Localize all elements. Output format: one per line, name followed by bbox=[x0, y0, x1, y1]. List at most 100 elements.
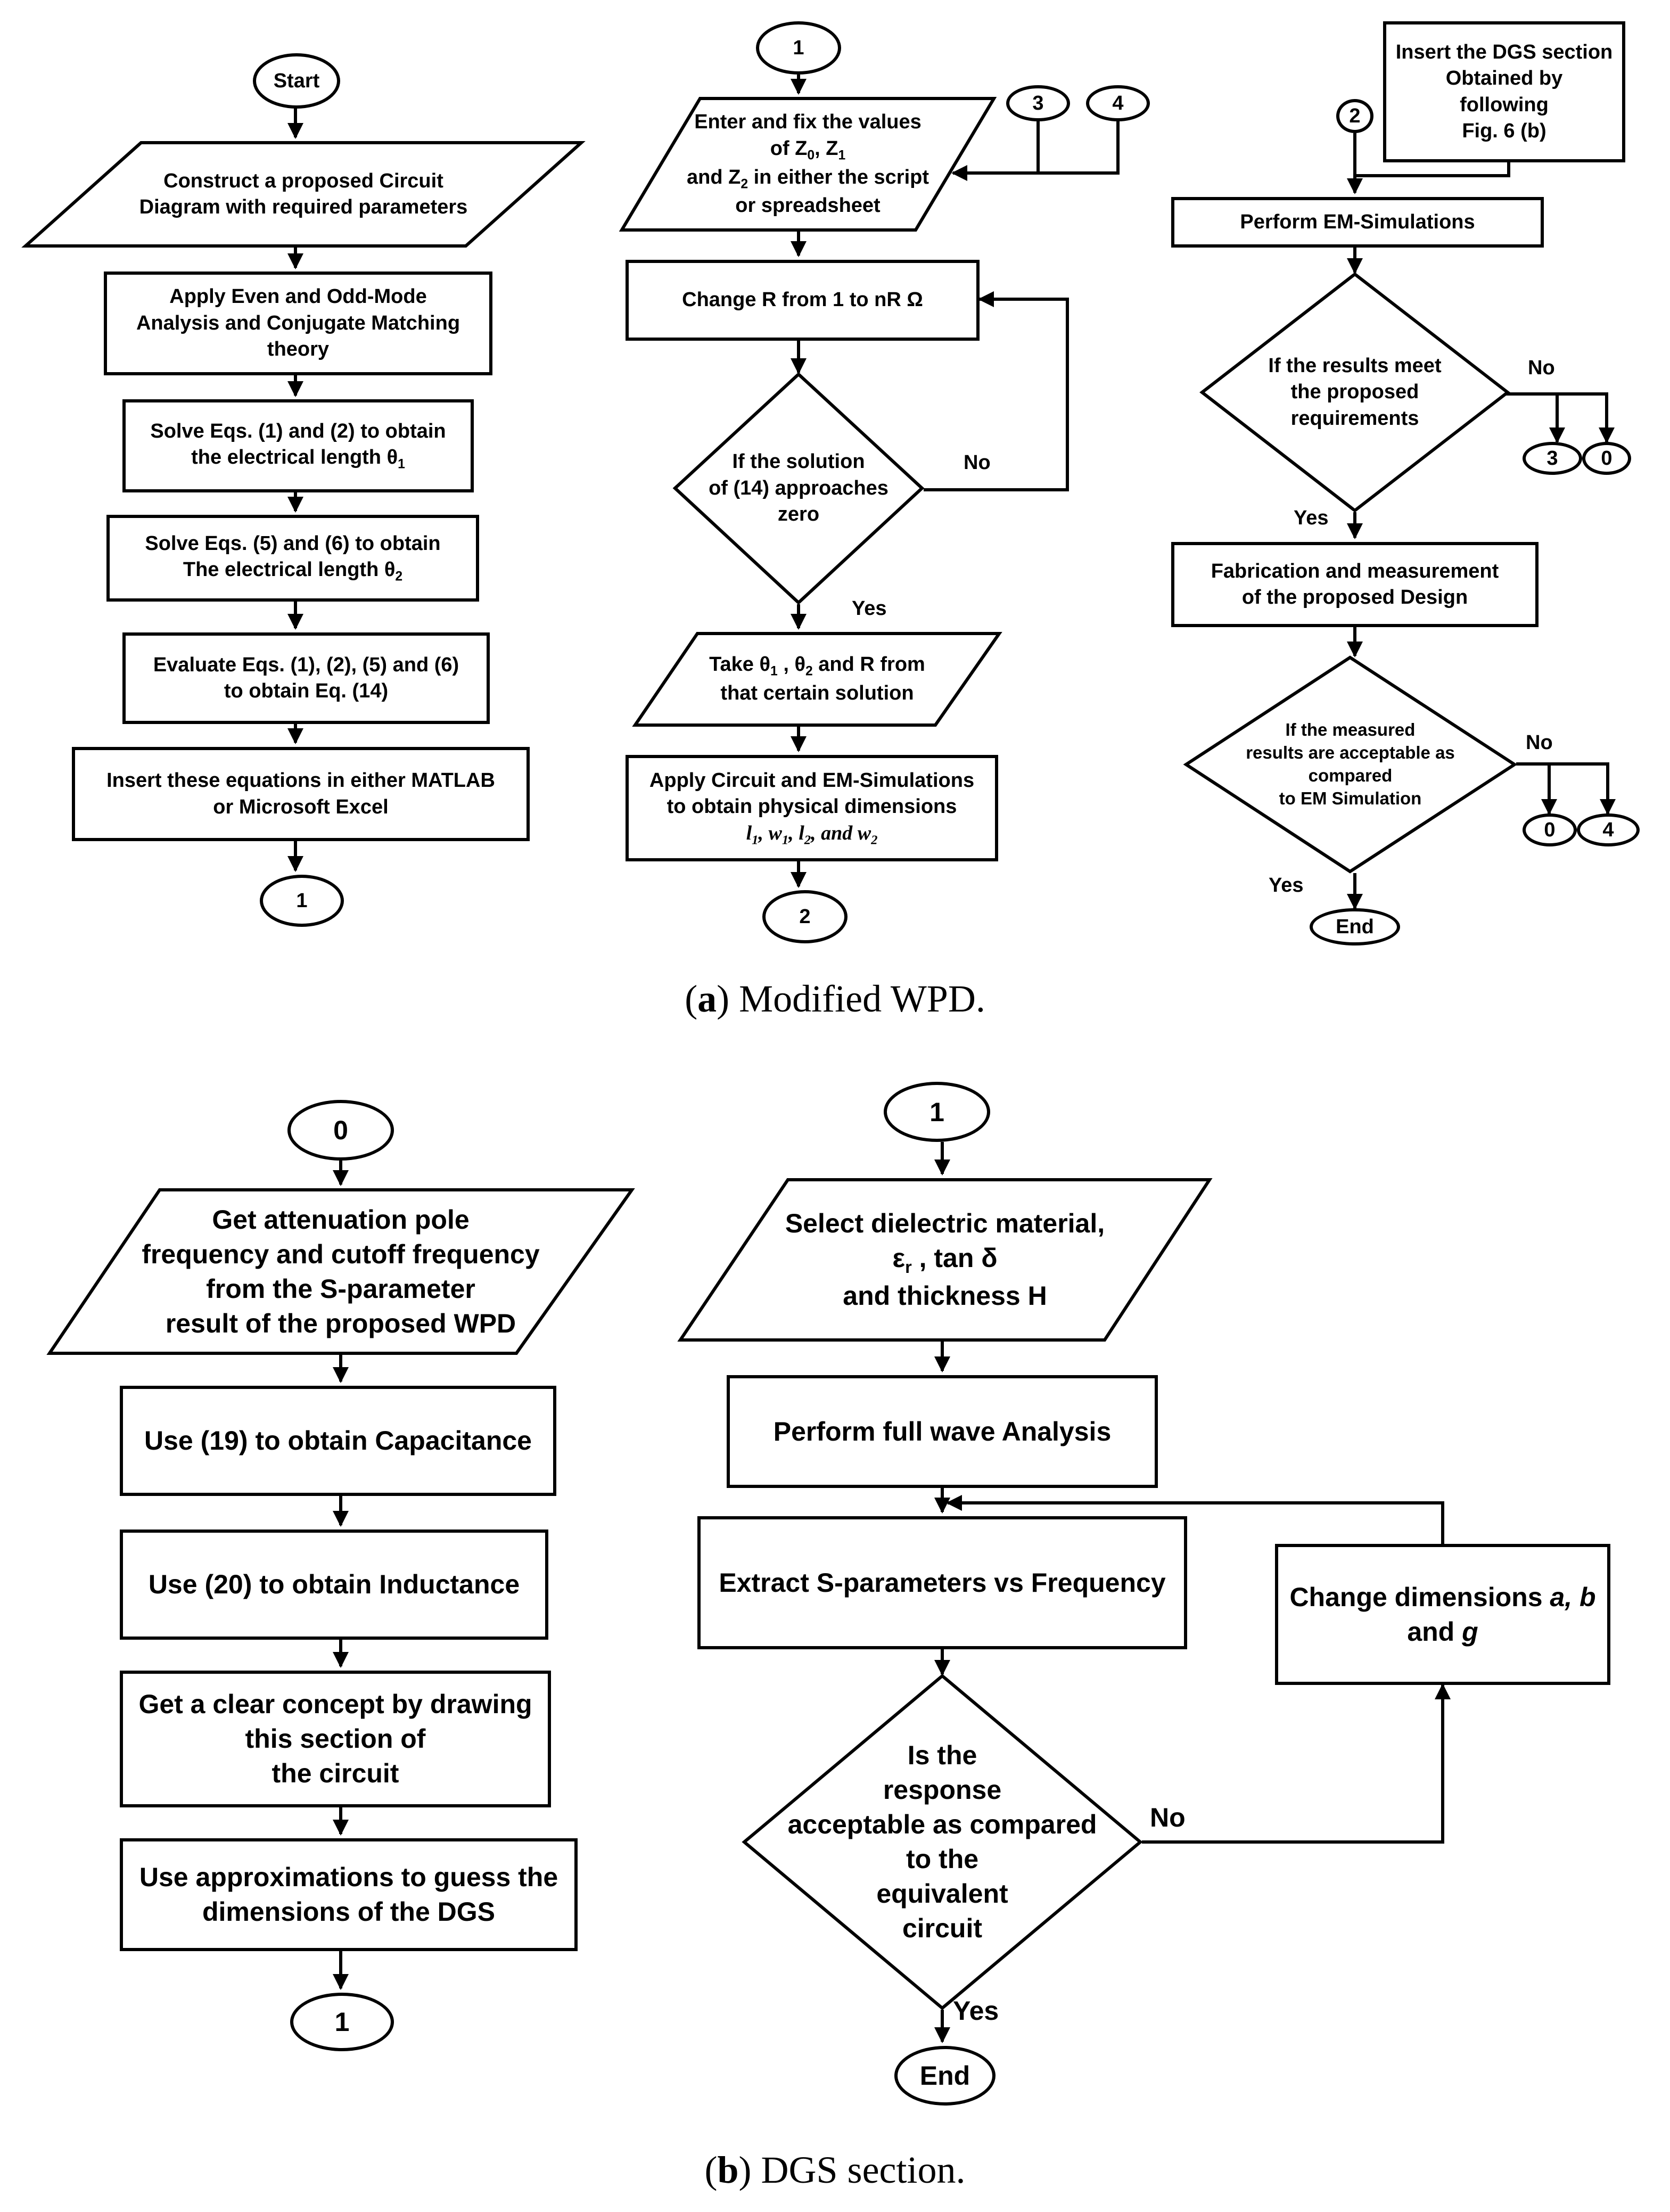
get-attenuation-text: Get attenuation pole frequency and cutof… bbox=[142, 1204, 540, 1338]
enter-of: of Z bbox=[770, 137, 808, 160]
response-decision: Is the response acceptable as compared t… bbox=[742, 1674, 1143, 2010]
connector-2-start: 2 bbox=[1336, 99, 1373, 133]
connector-1-start-b: 1 bbox=[884, 1082, 990, 1142]
label-no-response: No bbox=[1150, 1803, 1186, 1832]
dims-sub2: 2 bbox=[804, 833, 811, 848]
loop-no-change bbox=[924, 291, 1069, 491]
fabrication-text: Fabrication and measurement of the propo… bbox=[1211, 560, 1499, 608]
caption-a-letter: a bbox=[697, 977, 717, 1020]
dims-sub1b: 1 bbox=[781, 833, 789, 848]
connector-0-col3a: 0 bbox=[1582, 442, 1631, 475]
arrow-no-conn0b bbox=[1516, 762, 1557, 815]
change-dims-ab: a, b bbox=[1550, 1582, 1596, 1612]
clear-concept-box: Get a clear concept by drawing this sect… bbox=[120, 1671, 551, 1807]
apply-circuit-box: Apply Circuit and EM-Simulations to obta… bbox=[626, 755, 998, 861]
caption-a-text: Modified WPD. bbox=[729, 977, 985, 1020]
insert-dgs-box: Insert the DGS section Obtained by follo… bbox=[1383, 21, 1625, 162]
line-conn4-enter bbox=[1038, 121, 1120, 175]
solve-eq5-6-box: Solve Eqs. (5) and (6) to obtain The ele… bbox=[106, 515, 479, 602]
insert-equations-box: Insert these equations in either MATLAB … bbox=[72, 747, 530, 841]
connector-1-end-b: 1 bbox=[290, 1993, 394, 2051]
enter-sub1: 1 bbox=[838, 148, 846, 163]
extract-sparams-box: Extract S-parameters vs Frequency bbox=[697, 1516, 1187, 1649]
caption-b: (b) DGS section. bbox=[704, 2149, 966, 2191]
take-line2: that certain solution bbox=[720, 682, 914, 705]
arrow-no-conn3 bbox=[1504, 392, 1565, 443]
solve1-line1: Solve Eqs. (1) and (2) to obtain bbox=[150, 420, 446, 442]
label-yes-solution: Yes bbox=[852, 597, 887, 620]
select-dielectric-input: Select dielectric material, εr , tan δ a… bbox=[677, 1178, 1213, 1342]
fabrication-box: Fabrication and measurement of the propo… bbox=[1171, 542, 1539, 627]
evaluate-eqs-box: Evaluate Eqs. (1), (2), (5) and (6) to o… bbox=[122, 632, 490, 724]
select-eps-sub: r bbox=[905, 1257, 912, 1277]
change-dimensions-box: Change dimensions a, b and g bbox=[1275, 1544, 1610, 1685]
end-terminal-b: End bbox=[894, 2046, 996, 2106]
response-decision-text: Is the response acceptable as compared t… bbox=[787, 1740, 1097, 1943]
connector-4-col3: 4 bbox=[1577, 813, 1640, 846]
start-terminal: Start bbox=[253, 53, 340, 109]
arrow-change-dims-loop bbox=[946, 1495, 1444, 1544]
dims-sub2b: 2 bbox=[871, 833, 878, 848]
dims-l: l bbox=[746, 821, 752, 844]
measured-results-decision: If the measured results are acceptable a… bbox=[1183, 655, 1518, 874]
apply-line1: Apply Circuit and EM-Simulations bbox=[649, 769, 975, 792]
solve2-line1: Solve Eqs. (5) and (6) to obtain bbox=[145, 532, 441, 555]
dims-w: , w bbox=[758, 821, 782, 844]
label-yes-results: Yes bbox=[1294, 507, 1329, 529]
connector-4: 4 bbox=[1086, 85, 1150, 121]
select-eps: ε bbox=[892, 1243, 906, 1273]
clear-concept-text: Get a clear concept by drawing this sect… bbox=[138, 1689, 532, 1788]
connector-1-end: 1 bbox=[260, 875, 344, 927]
results-meet-text: If the results meet the proposed require… bbox=[1268, 354, 1442, 430]
dims-sub1: 1 bbox=[752, 833, 759, 848]
construct-circuit-input: Construct a proposed Circuit Diagram wit… bbox=[21, 141, 586, 248]
change-r-box: Change R from 1 to nR Ω bbox=[626, 260, 980, 341]
enter-sub2: 2 bbox=[741, 177, 748, 192]
enter-and: and Z bbox=[686, 166, 741, 188]
connector-0-start: 0 bbox=[287, 1100, 394, 1161]
caption-a: (a) Modified WPD. bbox=[685, 977, 985, 1020]
apply-even-odd-text: Apply Even and Odd-Mode Analysis and Con… bbox=[136, 285, 460, 361]
apply-line2: to obtain physical dimensions bbox=[667, 795, 957, 818]
enter-line4: or spreadsheet bbox=[735, 194, 881, 217]
label-no-measured: No bbox=[1526, 731, 1553, 754]
insert-equations-text: Insert these equations in either MATLAB … bbox=[106, 769, 495, 818]
arrow-no-change-dims bbox=[1142, 1683, 1451, 1844]
label-no-solution: No bbox=[964, 451, 991, 474]
solve2-subscript: 2 bbox=[395, 569, 403, 584]
connector-2-end: 2 bbox=[762, 890, 848, 943]
label-yes-response: Yes bbox=[953, 1996, 999, 2026]
connector-3: 3 bbox=[1006, 85, 1070, 121]
caption-b-letter: b bbox=[717, 2149, 739, 2191]
change-dims-pre: Change dimensions bbox=[1289, 1582, 1550, 1612]
solution-decision: If the solution of (14) approaches zero bbox=[672, 372, 925, 605]
use20-box: Use (20) to obtain Inductance bbox=[120, 1530, 548, 1640]
connector-3-col3: 3 bbox=[1523, 442, 1582, 475]
arrow-no-conn0a bbox=[1557, 392, 1615, 443]
results-meet-decision: If the results meet the proposed require… bbox=[1199, 272, 1510, 513]
get-attenuation-input: Get attenuation pole frequency and cutof… bbox=[46, 1188, 635, 1355]
solve1-line2: the electrical length θ bbox=[191, 446, 398, 469]
select-line3: and thickness H bbox=[843, 1280, 1047, 1311]
approximations-text: Use approximations to guess the dimensio… bbox=[139, 1862, 558, 1927]
approximations-box: Use approximations to guess the dimensio… bbox=[120, 1838, 578, 1951]
select-line1: Select dielectric material, bbox=[785, 1208, 1105, 1239]
line-dgs-join bbox=[1355, 162, 1510, 177]
full-wave-box: Perform full wave Analysis bbox=[727, 1375, 1158, 1488]
solve1-subscript: 1 bbox=[398, 457, 405, 472]
solve2-line2: The electrical length θ bbox=[183, 558, 396, 581]
take-post: and R from bbox=[812, 653, 925, 676]
arrow-no-conn4 bbox=[1549, 762, 1616, 815]
solution-decision-text: If the solution of (14) approaches zero bbox=[709, 450, 889, 526]
construct-circuit-text: Construct a proposed Circuit Diagram wit… bbox=[139, 169, 468, 218]
enter-rest: in either the script bbox=[748, 166, 929, 188]
solve-eq1-2-box: Solve Eqs. (1) and (2) to obtain the ele… bbox=[122, 399, 474, 492]
measured-results-text: If the measured results are acceptable a… bbox=[1246, 720, 1455, 808]
change-dims-g: g bbox=[1462, 1616, 1478, 1647]
change-dims-and: and bbox=[1407, 1616, 1462, 1647]
select-tan: , tan δ bbox=[911, 1243, 998, 1273]
apply-even-odd-box: Apply Even and Odd-Mode Analysis and Con… bbox=[104, 272, 492, 375]
take-pre: Take θ bbox=[709, 653, 771, 676]
